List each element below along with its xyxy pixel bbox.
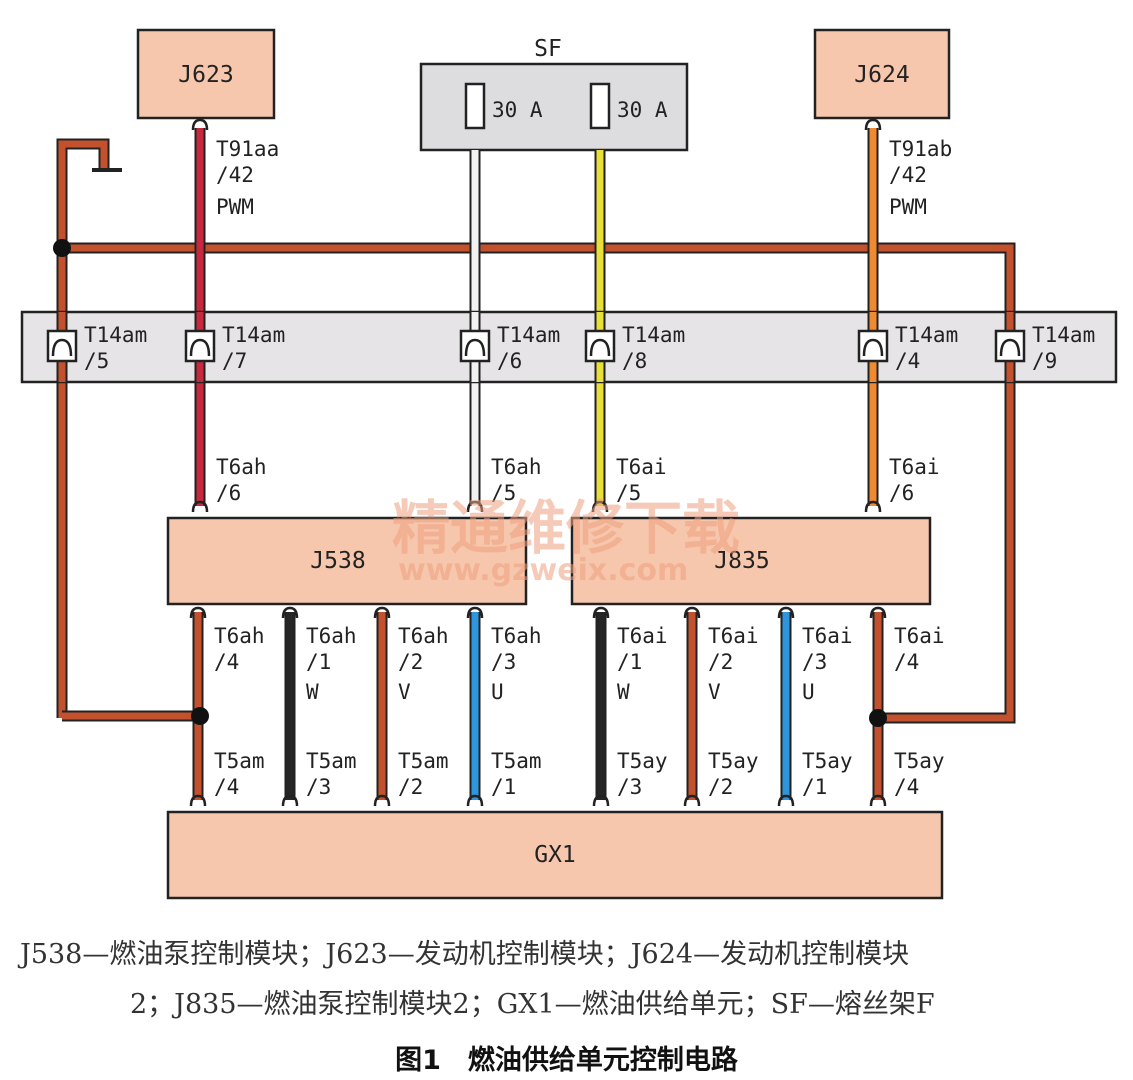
pin-label: T14am [222, 323, 285, 347]
gx1-label: GX1 [534, 842, 576, 868]
fuse-icon [589, 82, 611, 130]
pin-number: /4 [894, 650, 919, 674]
pin-label: T5ay [802, 749, 853, 773]
pin-number: /7 [222, 349, 247, 373]
pin-number: /6 [497, 349, 522, 373]
phase-label: V [708, 680, 721, 704]
pin-label: T6ai [616, 455, 667, 479]
pin-label: T6ah [216, 455, 267, 479]
j835-label: J835 [714, 548, 769, 574]
signal-label: PWM [889, 195, 927, 219]
fuse-holder-sf: SF 30 A 30 A [419, 36, 689, 152]
phase-label: U [802, 680, 815, 704]
pin-number: /1 [617, 650, 642, 674]
connector-pin-icon [857, 329, 889, 363]
pin-number: /5 [84, 349, 109, 373]
legend-line-2: 2；J835—燃油泵控制模块2；GX1—燃油供给单元；SF—熔丝架F [130, 989, 935, 1020]
pin-number: /3 [617, 775, 642, 799]
pin-number: /1 [491, 775, 516, 799]
splice-dot [869, 709, 887, 727]
pin-label: T14am [497, 323, 560, 347]
splice-dot [53, 239, 71, 257]
j835-module: J835 [570, 516, 932, 606]
fuse-icon [464, 82, 486, 130]
phase-label: V [398, 680, 411, 704]
fuse-1-rating: 30 A [492, 98, 543, 122]
gx1-fuel-supply-unit: GX1 [166, 810, 944, 900]
pin-number: /2 [398, 775, 423, 799]
phase-label: U [491, 680, 504, 704]
phase-label: W [306, 680, 319, 704]
pin-number: /42 [216, 163, 254, 187]
connector-pin-icon [46, 329, 78, 363]
pin-label: T6ah [214, 624, 265, 648]
pin-number: /6 [216, 481, 241, 505]
pin-label: T14am [895, 323, 958, 347]
pin-number: /5 [491, 481, 516, 505]
pin-label: T6ai [617, 624, 668, 648]
pin-label: T14am [1032, 323, 1095, 347]
pin-number: /4 [894, 775, 919, 799]
pin-label: T6ah [491, 624, 542, 648]
phase-label: W [617, 680, 630, 704]
pin-label: T5ay [894, 749, 945, 773]
connector-pin-icon [584, 329, 616, 363]
pin-label: T91ab [889, 137, 952, 161]
pin-label: T6ah [398, 624, 449, 648]
fuse-2-rating: 30 A [617, 98, 668, 122]
pin-label: T14am [622, 323, 685, 347]
j538-label: J538 [310, 548, 365, 574]
watermark-text: 精通维修下载 [392, 494, 740, 562]
legend-line-1: J538—燃油泵控制模块；J623—发动机控制模块；J624—发动机控制模块 [20, 939, 910, 970]
connector-pin-icon [459, 329, 491, 363]
pin-label: T6ai [708, 624, 759, 648]
pin-label: T5am [306, 749, 357, 773]
pin-label: T5am [398, 749, 449, 773]
pin-number: /1 [306, 650, 331, 674]
j624-label: J624 [854, 62, 909, 88]
pin-number: /3 [802, 650, 827, 674]
j623-module: J623 [136, 28, 276, 120]
pin-number: /4 [214, 775, 239, 799]
pin-number: /9 [1032, 349, 1057, 373]
j623-label: J623 [178, 62, 233, 88]
pin-number: /3 [491, 650, 516, 674]
pin-label: T5ay [617, 749, 668, 773]
pin-number: /3 [306, 775, 331, 799]
pin-number: /1 [802, 775, 827, 799]
fuel-supply-circuit-diagram: J623 J624 SF 30 A 30 A [20, 28, 1118, 900]
pin-label: T5am [491, 749, 542, 773]
connector-pin-icon [994, 329, 1026, 363]
splice-dot [191, 707, 209, 725]
pin-number: /6 [889, 481, 914, 505]
pin-label: T5am [214, 749, 265, 773]
pin-number: /2 [398, 650, 423, 674]
j624-module: J624 [813, 28, 951, 120]
pin-label: T6ah [491, 455, 542, 479]
pin-label: T6ah [306, 624, 357, 648]
pin-label: T14am [84, 323, 147, 347]
pin-number: /42 [889, 163, 927, 187]
pin-number: /8 [622, 349, 647, 373]
pin-label: T6ai [894, 624, 945, 648]
t14am-connector-strip: T14am /5 T14am /7 T14am /6 T14am /8 T14a… [20, 310, 1118, 384]
pin-label: T6ai [802, 624, 853, 648]
j538-module: J538 [166, 516, 528, 606]
figure-title: 图1 燃油供给单元控制电路 [395, 1045, 738, 1076]
pin-label: T5ay [708, 749, 759, 773]
pin-label: T6ai [889, 455, 940, 479]
pin-label: T91aa [216, 137, 279, 161]
signal-label: PWM [216, 195, 254, 219]
pin-number: /4 [895, 349, 920, 373]
sf-label: SF [534, 36, 562, 62]
pin-number: /5 [616, 481, 641, 505]
pin-number: /2 [708, 775, 733, 799]
connector-pin-icon [184, 329, 216, 363]
watermark-url: www.gzweix.com [398, 553, 688, 588]
pin-number: /2 [708, 650, 733, 674]
pin-number: /4 [214, 650, 239, 674]
